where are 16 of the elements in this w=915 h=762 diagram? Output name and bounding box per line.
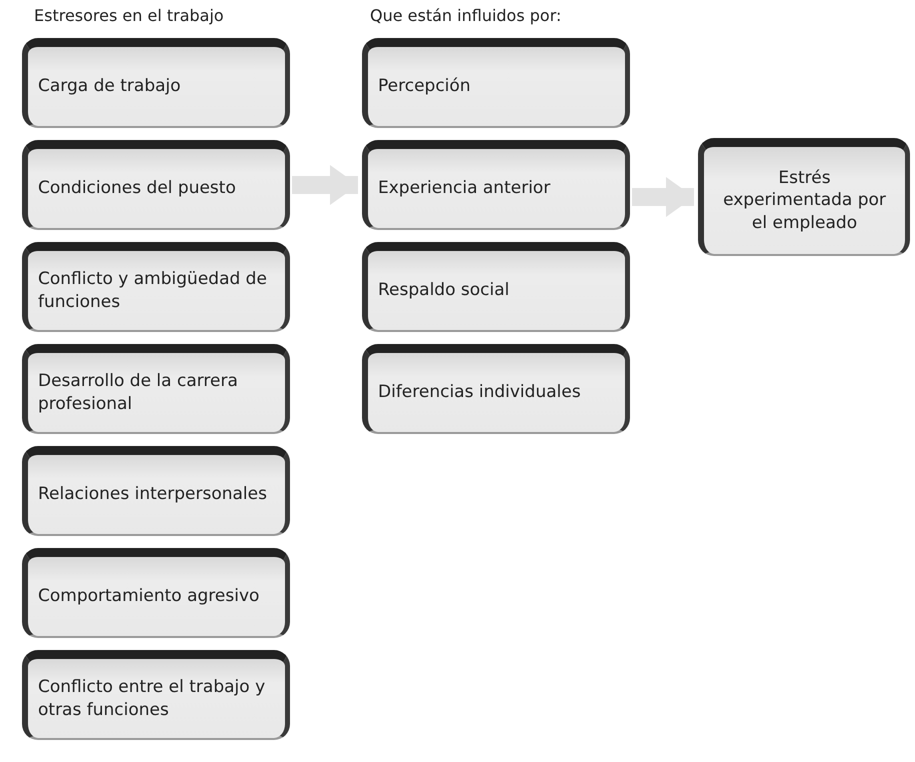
node-label: Relaciones interpersonales	[38, 483, 267, 506]
node-label: Comportamiento agresivo	[38, 585, 260, 608]
node-label: Conflicto entre el trabajo y otras funciones	[38, 676, 266, 721]
node-label: Carga de trabajo	[38, 75, 181, 98]
node-label: Conflicto y ambigüedad de funciones	[38, 268, 268, 313]
node-label: Diferencias individuales	[378, 381, 581, 404]
node-label: Condiciones del puesto	[38, 177, 236, 200]
node-label: Respaldo social	[378, 279, 510, 302]
node-label: Experiencia anterior	[378, 177, 550, 200]
column-heading: Que están influidos por:	[370, 6, 562, 25]
column-heading: Estresores en el trabajo	[34, 6, 224, 25]
node-label: Percepción	[378, 75, 471, 98]
block-arrow	[292, 165, 358, 205]
block-arrow	[632, 177, 694, 217]
node-label: Estrés experimentada por el empleado	[722, 167, 887, 234]
node-label: Desarrollo de la carrera profesional	[38, 370, 239, 415]
